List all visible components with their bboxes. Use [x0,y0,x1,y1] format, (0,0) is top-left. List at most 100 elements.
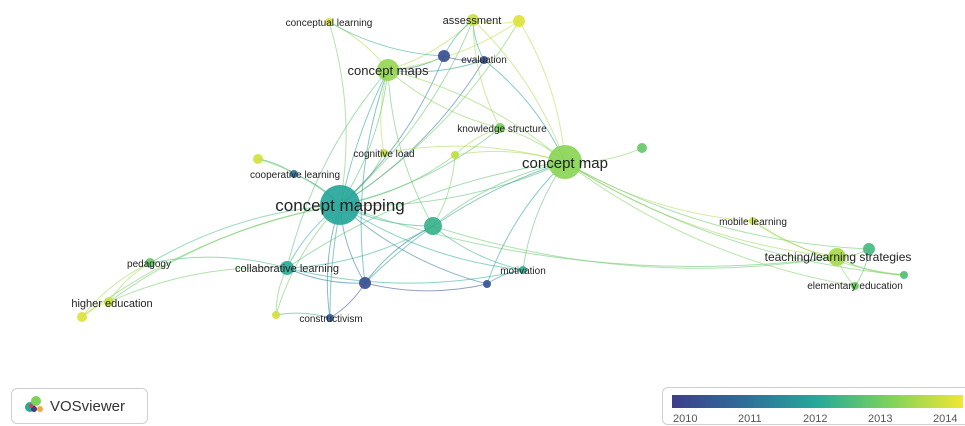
node-unlabeled-1[interactable] [513,15,525,27]
node-knowledge-structure[interactable] [495,123,505,133]
label-collaborative-learning[interactable]: collaborative learning [235,263,339,275]
network-link [360,69,389,284]
network-link [286,267,366,284]
network-link [387,69,566,163]
label-mobile-learning[interactable]: mobile learning [719,217,787,228]
network-link [339,19,474,206]
network-labels: concept mapping concept map concept maps… [71,15,911,325]
node-concept-maps[interactable] [377,59,399,81]
label-conceptual-learning[interactable]: conceptual learning [286,18,373,29]
network-link [286,69,389,269]
network-link [752,220,905,276]
network-link [149,204,341,264]
legend-ticks: 2010 2011 2012 2013 2014 [663,413,965,426]
node-unlabeled-4[interactable] [424,217,442,235]
network-link [432,225,524,271]
node-unlabeled-6[interactable] [438,50,450,62]
label-knowledge-structure[interactable]: knowledge structure [457,124,547,135]
network-link [339,20,520,206]
label-cognitive-load[interactable]: cognitive load [353,149,414,160]
network-link [108,204,341,303]
node-unlabeled-10[interactable] [77,312,87,322]
node-unlabeled-7[interactable] [359,277,371,289]
node-concept-mapping[interactable] [320,185,360,225]
network-link [286,267,524,284]
network-link [286,161,566,269]
network-link [364,225,434,284]
network-link [387,69,501,129]
network-link [472,19,566,163]
network-link [364,282,488,292]
node-cooperative-learning[interactable] [290,170,298,178]
node-motivation[interactable] [519,266,527,274]
legend-tick: 2012 [803,413,828,425]
network-link [275,312,331,319]
label-concept-map[interactable]: concept map [522,155,608,172]
node-unlabeled-3[interactable] [451,151,459,159]
network-link [81,262,151,318]
network-link [339,161,566,207]
network-link [432,161,566,227]
label-motivation[interactable]: motivation [500,266,546,277]
label-concept-maps[interactable]: concept maps [348,63,429,78]
network-link [328,21,445,57]
label-cooperative-learning[interactable]: cooperative learning [250,170,340,181]
node-collaborative-learning[interactable] [280,261,294,275]
legend-tick: 2010 [673,413,698,425]
label-elementary-education[interactable]: elementary education [807,281,903,292]
label-higher-education[interactable]: higher education [71,298,152,310]
vosviewer-logo-icon [22,392,46,421]
network-link [149,256,288,269]
vosviewer-logo-text: VOSviewer [50,397,126,415]
network-nodes [77,14,908,322]
node-concept-map[interactable] [548,145,582,179]
network-link [518,20,566,163]
node-higher-education[interactable] [104,297,114,307]
node-conceptual-learning[interactable] [325,18,333,26]
node-elementary-education[interactable] [851,282,859,290]
label-concept-mapping[interactable]: concept mapping [275,196,404,215]
network-link [432,225,838,269]
network-link [339,55,445,206]
network-link [564,161,838,258]
network-link [472,19,501,129]
node-unlabeled-9[interactable] [272,311,280,319]
node-unlabeled-11[interactable] [900,271,908,279]
network-link [387,69,434,227]
network-link [483,59,566,163]
network-link [108,267,288,303]
node-evaluation[interactable] [480,56,488,64]
label-pedagogy[interactable]: pedagogy [127,259,171,270]
vosviewer-logo[interactable]: VOSviewer [11,388,148,424]
network-link [275,267,288,316]
network-link [486,161,566,285]
legend-color-bar [672,395,963,408]
legend-tick: 2013 [868,413,893,425]
network-link [364,161,566,284]
node-unlabeled-2[interactable] [253,154,263,164]
node-unlabeled-8[interactable] [483,280,491,288]
network-link [339,204,488,285]
label-constructivism[interactable]: constructivism [299,314,362,325]
node-assessment[interactable] [467,14,479,26]
node-pedagogy[interactable] [145,258,155,268]
network-link [329,282,366,319]
network-link [286,225,434,269]
node-unlabeled-5[interactable] [637,143,647,153]
node-teaching-learning-strategies[interactable] [828,248,846,266]
label-assessment[interactable]: assessment [443,15,502,27]
label-teaching-learning-strategies[interactable]: teaching/learning strategies [765,250,912,264]
label-evaluation[interactable]: evaluation [461,55,507,66]
node-unlabeled-12[interactable] [863,243,875,255]
year-color-legend: 2010 2011 2012 2013 2014 [662,387,965,425]
network-link [339,127,501,206]
network-link [564,161,870,250]
legend-tick: 2014 [933,413,958,425]
node-mobile-learning[interactable] [749,217,757,225]
node-cognitive-load[interactable] [380,149,388,157]
network-link [328,21,347,206]
node-constructivism[interactable] [326,314,334,322]
network-link [387,20,520,71]
legend-tick: 2011 [738,413,762,425]
